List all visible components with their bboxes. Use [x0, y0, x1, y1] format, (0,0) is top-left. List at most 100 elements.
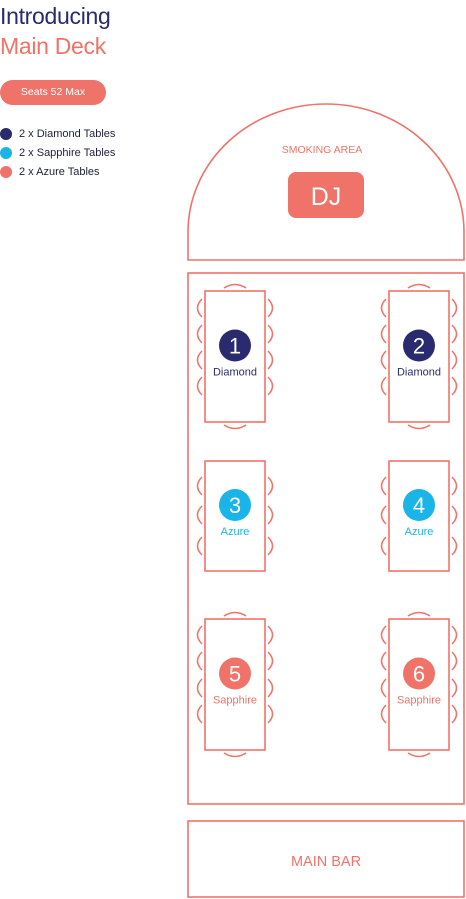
chair-icon — [380, 476, 387, 496]
chair-icon — [267, 298, 274, 318]
legend-item-diamond: 2 x Diamond Tables — [0, 124, 115, 143]
chair-icon — [196, 651, 203, 671]
main-bar-outline — [187, 820, 465, 898]
title-main-deck: Main Deck — [0, 33, 106, 59]
chair-icon — [380, 298, 387, 318]
chair-icon — [196, 704, 203, 724]
chair-icon — [451, 651, 458, 671]
chair-icon — [267, 324, 274, 344]
chair-icon — [451, 536, 458, 556]
chair-icon — [451, 476, 458, 496]
table-name: Diamond — [213, 367, 257, 379]
chair-icon — [267, 350, 274, 370]
table-number-badge — [219, 329, 251, 362]
chair-icon — [380, 376, 387, 396]
table-number: 5 — [229, 662, 241, 687]
main-deck-outline — [187, 272, 465, 805]
chair-icon — [451, 505, 458, 525]
smoking-area-label: SMOKING AREA — [282, 144, 363, 156]
chair-icon — [267, 536, 274, 556]
chair-icon — [380, 704, 387, 724]
chair-icon — [267, 704, 274, 724]
legend-label: 2 x Diamond Tables — [19, 127, 116, 140]
chair-icon — [451, 678, 458, 698]
chair-icon — [223, 283, 247, 289]
chair-icon — [196, 324, 203, 344]
dj-label: DJ — [311, 183, 342, 211]
table-name: Sapphire — [397, 695, 441, 707]
chair-icon — [380, 651, 387, 671]
table-top — [388, 290, 450, 423]
chair-icon — [451, 376, 458, 396]
table-number: 6 — [413, 662, 425, 687]
chair-icon — [196, 350, 203, 370]
chair-icon — [407, 424, 431, 430]
table-name: Azure — [405, 526, 434, 538]
table-top — [204, 460, 266, 572]
legend-dot-icon — [0, 127, 12, 140]
table-number: 3 — [229, 493, 241, 518]
table-number-badge — [403, 489, 435, 521]
chair-icon — [380, 324, 387, 344]
legend-label: 2 x Sapphire Tables — [19, 146, 116, 159]
table-name: Diamond — [397, 367, 441, 379]
chair-icon — [267, 625, 274, 645]
chair-icon — [196, 536, 203, 556]
chair-icon — [267, 505, 274, 525]
chair-icon — [267, 476, 274, 496]
chair-icon — [451, 298, 458, 318]
title-introducing: Introducing — [0, 3, 111, 29]
chair-icon — [380, 678, 387, 698]
chair-icon — [407, 752, 431, 758]
legend-dot-icon — [0, 165, 12, 178]
chair-icon — [451, 350, 458, 370]
table-top — [204, 290, 266, 423]
table-number: 4 — [413, 493, 425, 518]
chair-icon — [380, 505, 387, 525]
table-number-badge — [219, 657, 251, 690]
table-number-badge — [403, 657, 435, 690]
table-number: 2 — [413, 334, 425, 359]
chair-icon — [223, 611, 247, 617]
table-number-badge — [219, 489, 251, 521]
seats-badge: Seats 52 Max — [0, 80, 106, 105]
table-top — [388, 460, 450, 572]
table-name: Azure — [221, 526, 250, 538]
chair-icon — [196, 505, 203, 525]
legend-item-azure: 2 x Azure Tables — [0, 162, 115, 181]
chair-icon — [407, 283, 431, 289]
chair-icon — [451, 324, 458, 344]
chair-icon — [267, 651, 274, 671]
chair-icon — [267, 376, 274, 396]
table-number-badge — [403, 329, 435, 362]
chair-icon — [267, 678, 274, 698]
chair-icon — [223, 752, 247, 758]
tables-group: 1Diamond2Diamond3Azure4Azure5Sapphire6Sa… — [196, 283, 458, 758]
chair-icon — [196, 476, 203, 496]
table-name: Sapphire — [213, 695, 257, 707]
table-top — [204, 618, 266, 751]
chair-icon — [407, 611, 431, 617]
chair-icon — [196, 376, 203, 396]
chair-icon — [196, 298, 203, 318]
smoking-area-outline — [187, 103, 465, 261]
chair-icon — [380, 350, 387, 370]
chair-icon — [380, 536, 387, 556]
legend-item-sapphire: 2 x Sapphire Tables — [0, 143, 115, 162]
dj-booth — [288, 172, 364, 218]
table-top — [388, 618, 450, 751]
chair-icon — [196, 678, 203, 698]
chair-icon — [451, 625, 458, 645]
chair-icon — [223, 424, 247, 430]
chair-icon — [196, 625, 203, 645]
legend: 2 x Diamond Tables 2 x Sapphire Tables 2… — [0, 124, 115, 181]
chair-icon — [380, 625, 387, 645]
legend-dot-icon — [0, 146, 12, 159]
